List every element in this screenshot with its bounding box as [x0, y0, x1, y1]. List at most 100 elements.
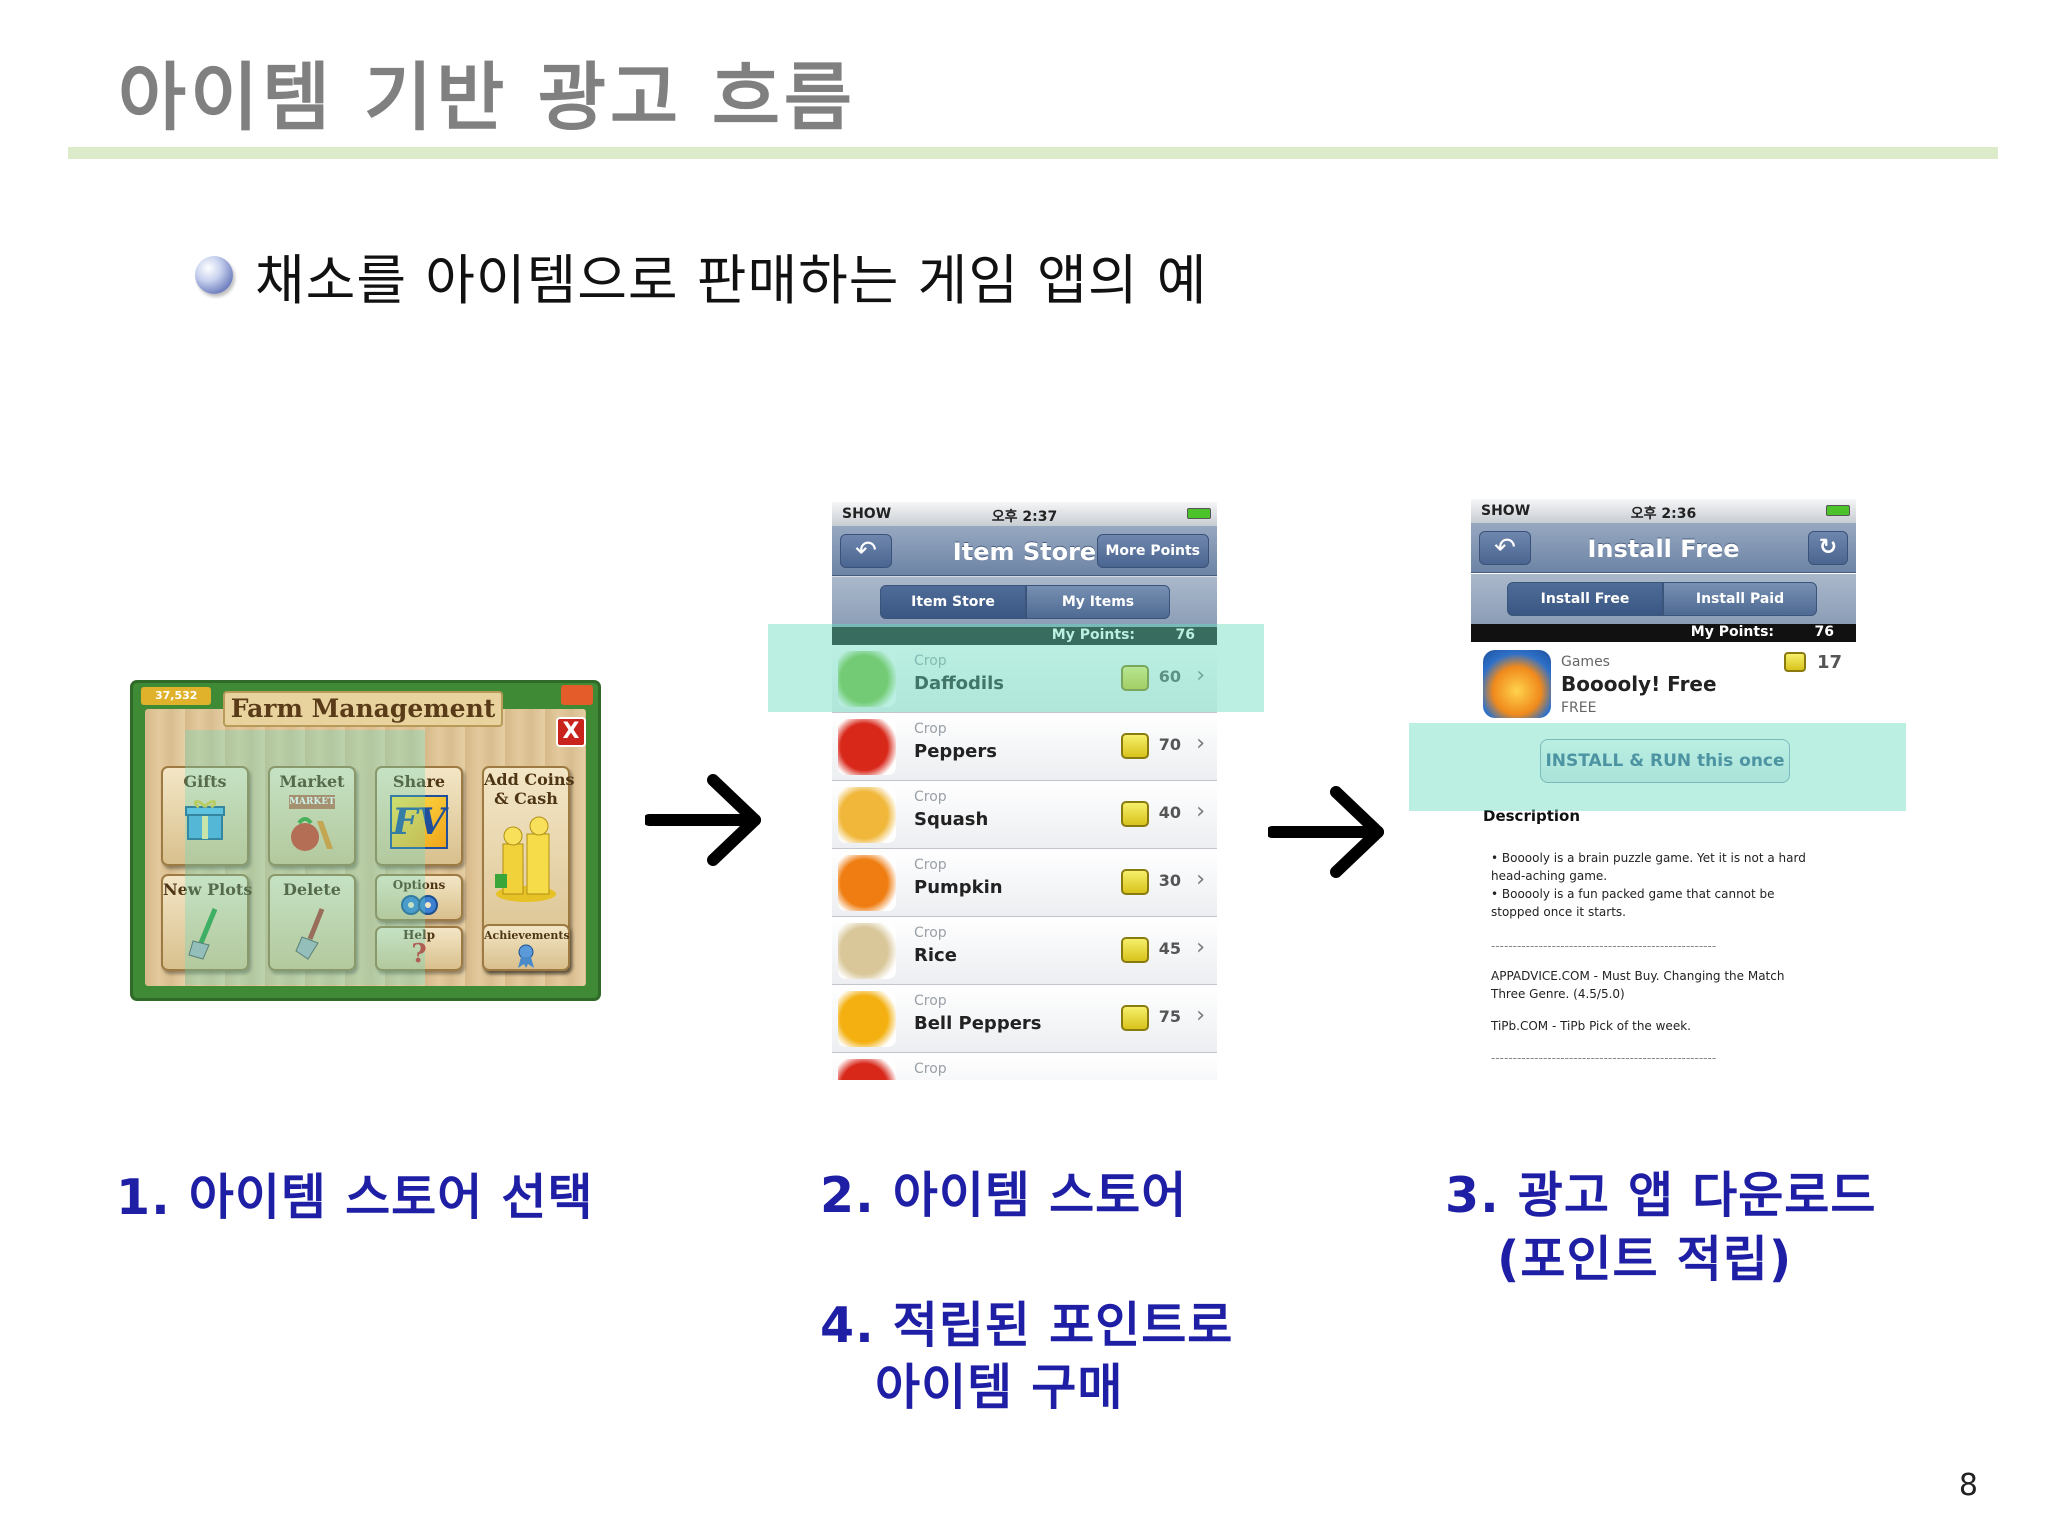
app-row[interactable]: Games Booooly! Free FREE 17 [1471, 642, 1856, 722]
description-line: • Booooly is a brain puzzle game. Yet it… [1491, 851, 1806, 865]
gears-icon [401, 895, 438, 915]
install-run-button[interactable]: INSTALL & RUN this once [1540, 739, 1790, 783]
new-plots-button[interactable]: New Plots [161, 874, 252, 971]
share-button[interactable]: Share FV [375, 766, 463, 866]
tab-install-free[interactable]: Install Free [1507, 582, 1663, 616]
description-line: TiPb.COM - TiPb Pick of the week. [1491, 1019, 1691, 1033]
item-name: Bell Peppers [914, 1013, 1042, 1034]
item-price: 75 [1158, 1007, 1181, 1026]
store-item-row[interactable]: Crop [832, 1053, 1217, 1080]
options-button[interactable]: Options [375, 874, 463, 921]
help-button[interactable]: Help ? [375, 926, 463, 971]
chevron-right-icon: › [1196, 663, 1205, 688]
caption-step3-line2: (포인트 적립) [1497, 1231, 1793, 1288]
item-price: 30 [1158, 871, 1181, 890]
item-name: Rice [914, 945, 957, 966]
points-label: My Points: [1051, 627, 1135, 643]
item-category: Crop [914, 857, 947, 873]
app-name: Booooly! Free [1561, 672, 1717, 696]
farm-corner-icon [561, 685, 593, 705]
description-line: APPADVICE.COM - Must Buy. Changing the M… [1491, 969, 1785, 983]
refresh-icon[interactable]: ↻ [1808, 531, 1848, 565]
points-bar: My Points: 76 [1471, 624, 1856, 642]
bullet-row: 채소를 아이템으로 판매하는 게임 앱의 예 [195, 240, 1207, 312]
coin-stack-icon [495, 816, 556, 902]
item-name: Daffodils [914, 673, 1004, 694]
app-category: Games [1561, 654, 1610, 670]
install-free-screen: SHOW 오후 2:36 ↶ Install Free ↻ Install Fr… [1471, 499, 1856, 1077]
item-category: Crop [914, 789, 947, 805]
add-coins-label-2: & Cash [494, 789, 558, 808]
carrier-label: SHOW [1481, 503, 1531, 519]
back-arrow-icon[interactable]: ↶ [840, 534, 892, 568]
caption-step2: 2. 아이템 스토어 [820, 1167, 1188, 1224]
item-category: Crop [914, 1061, 947, 1077]
caption-step4-line2: 아이템 구매 [875, 1359, 1124, 1416]
nav-bar: ↶ Item Store More Points [832, 526, 1217, 576]
farm-highlight-overlay [185, 730, 425, 985]
coin-balance: 37,532 [141, 687, 211, 705]
close-button[interactable]: X [556, 717, 586, 747]
gifts-button[interactable]: Gifts [161, 766, 249, 866]
delete-label: Delete [283, 880, 341, 899]
item-price: 60 [1158, 667, 1181, 686]
right-arrow-icon [645, 774, 761, 866]
farm-management-panel: 37,532 Farm Management X Gifts Market MA… [133, 683, 598, 998]
coin-icon [1784, 652, 1806, 672]
description-line: head-aching game. [1491, 869, 1608, 883]
store-highlight-overlay [768, 624, 1264, 712]
gift-icon [185, 800, 225, 840]
description-line: • Booooly is a fun packed game that cann… [1491, 887, 1775, 901]
crop-thumbnail-icon [838, 991, 896, 1047]
caption-step4-line1: 4. 적립된 포인트로 [820, 1297, 1234, 1354]
install-highlight-overlay [1409, 723, 1906, 811]
title-rule [68, 147, 1998, 159]
market-button[interactable]: Market MARKET [268, 766, 356, 866]
bullet-sphere-icon [195, 256, 233, 294]
options-label: Options [392, 878, 446, 892]
item-category: Crop [914, 653, 947, 669]
crop-thumbnail-icon [838, 787, 896, 843]
more-points-button[interactable]: More Points [1096, 534, 1209, 568]
points-value: 76 [1175, 627, 1195, 643]
item-price: 45 [1158, 939, 1181, 958]
tab-install-paid[interactable]: Install Paid [1663, 582, 1817, 616]
description-line: Three Genre. (4.5/5.0) [1491, 987, 1625, 1001]
nav-title: Install Free [1587, 535, 1740, 563]
segmented-control: Install Free Install Paid [1471, 574, 1856, 624]
tab-item-store[interactable]: Item Store [880, 585, 1026, 619]
delete-button[interactable]: Delete [268, 874, 356, 971]
chevron-right-icon: › [1196, 731, 1205, 756]
back-arrow-icon[interactable]: ↶ [1479, 531, 1531, 565]
points-bar: My Points: 76 [832, 627, 1217, 645]
tab-my-items[interactable]: My Items [1026, 585, 1170, 619]
chevron-right-icon: › [1196, 867, 1205, 892]
crop-thumbnail-icon [838, 651, 896, 707]
item-name: Peppers [914, 741, 997, 762]
clock-label: 오후 2:37 [991, 509, 1058, 525]
status-bar: SHOW 오후 2:36 [1471, 499, 1856, 523]
nav-bar: ↶ Install Free ↻ [1471, 523, 1856, 573]
app-icon [1483, 650, 1551, 718]
description-line: ----------------------------------------… [1491, 939, 1717, 953]
coin-icon [1121, 869, 1149, 895]
crop-thumbnail-icon [838, 923, 896, 979]
item-price: 70 [1158, 735, 1181, 754]
item-price: 40 [1158, 803, 1181, 822]
crop-thumbnail-icon [838, 855, 896, 911]
caption-step3-line1: 3. 광고 앱 다운로드 [1445, 1167, 1877, 1224]
achievements-button[interactable]: Achievements [482, 924, 570, 971]
app-price: FREE [1561, 700, 1597, 716]
caption-step1: 1. 아이템 스토어 선택 [116, 1169, 594, 1226]
slide-title: 아이템 기반 광고 흐름 [118, 55, 857, 141]
crop-thumbnail-icon [838, 1059, 896, 1080]
battery-icon [1826, 505, 1850, 516]
trowel-icon [295, 908, 325, 960]
vegetables-icon [291, 817, 333, 851]
